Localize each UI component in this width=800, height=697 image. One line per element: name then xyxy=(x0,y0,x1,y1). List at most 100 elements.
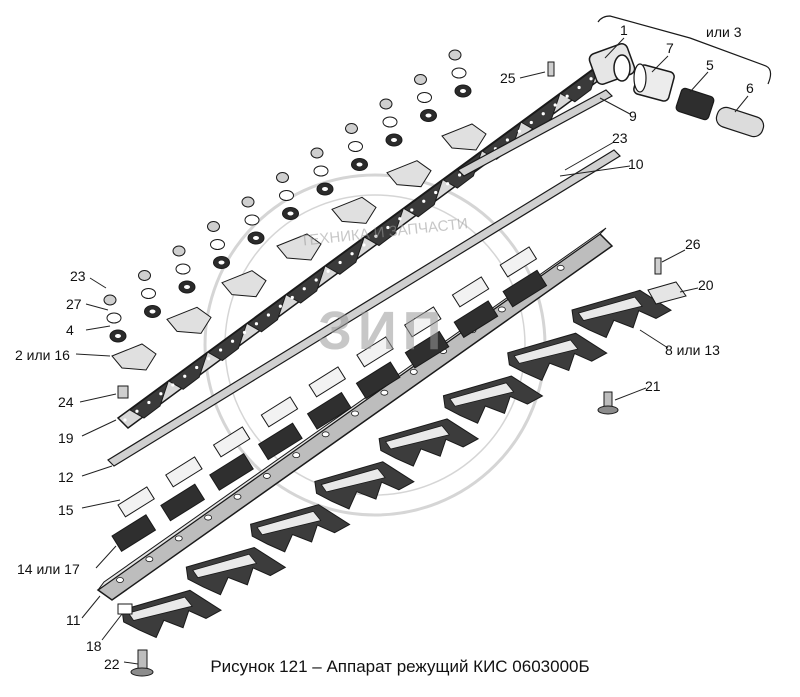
rivet xyxy=(230,339,235,343)
leader-line xyxy=(689,71,709,93)
guard-finger-top xyxy=(192,553,258,579)
rivet xyxy=(254,322,259,326)
leader-line xyxy=(85,303,109,311)
callout-or-3: или 3 xyxy=(706,24,742,40)
leader-line xyxy=(559,165,631,177)
nut-23 xyxy=(241,196,255,208)
washer-4-hole xyxy=(218,260,225,265)
callout-7: 7 xyxy=(666,40,674,56)
callout-20: 20 xyxy=(698,277,714,293)
leader-line xyxy=(604,37,625,59)
washer-4-hole xyxy=(115,334,121,338)
guard-finger xyxy=(121,589,222,639)
callout-27: 27 xyxy=(66,296,82,312)
bolt-26 xyxy=(654,257,662,275)
rivet xyxy=(541,112,545,116)
rivet xyxy=(362,243,366,247)
washer-27 xyxy=(279,190,294,201)
plate-15 xyxy=(356,336,394,368)
bolt-22-head xyxy=(130,667,154,677)
leader-line xyxy=(75,353,111,357)
washer-4-hole xyxy=(356,162,363,167)
rivet xyxy=(147,400,151,405)
leader-line xyxy=(101,613,123,641)
washer-4-hole xyxy=(287,211,294,216)
guard-finger xyxy=(378,418,480,467)
leader-line xyxy=(81,465,113,477)
nut-23 xyxy=(345,123,358,134)
plate-14-17 xyxy=(160,483,206,522)
callout-14-or-17: 14 или 17 xyxy=(17,561,80,577)
rivet xyxy=(278,304,282,308)
leader-line xyxy=(661,249,686,263)
bracket-parts xyxy=(111,61,687,677)
guard-finger-body xyxy=(442,375,544,424)
nut-23 xyxy=(448,49,462,61)
finger-bar-hole xyxy=(233,493,242,500)
plate-14-17 xyxy=(453,300,499,339)
washer-4-hole xyxy=(391,138,397,142)
rivet xyxy=(374,234,378,238)
guard-finger-body xyxy=(185,546,287,596)
knife-head-bore xyxy=(613,54,631,82)
rivet xyxy=(338,260,342,265)
finger-bar-hole xyxy=(116,577,124,583)
rivet xyxy=(577,85,581,90)
nut-23 xyxy=(414,74,427,85)
rivet xyxy=(123,418,127,422)
plate-15 xyxy=(403,306,442,338)
callout-26: 26 xyxy=(685,236,701,252)
callout-25: 25 xyxy=(500,70,516,86)
rivet xyxy=(410,208,414,212)
nut-23 xyxy=(379,98,393,110)
callout-11: 11 xyxy=(66,612,81,628)
washer-27 xyxy=(141,288,156,299)
finger-bar-hole xyxy=(262,473,271,479)
washer-27 xyxy=(382,116,398,128)
plate-14-17 xyxy=(404,330,450,369)
finger-bar-hole xyxy=(409,368,418,375)
callout-18: 18 xyxy=(86,638,102,654)
callout-23-left: 23 xyxy=(70,268,86,284)
finger-bar-hole xyxy=(174,535,183,542)
bearing-5 xyxy=(675,87,715,121)
bolt-25 xyxy=(547,61,555,77)
knife-section xyxy=(168,351,209,390)
guard-finger-body xyxy=(250,504,351,553)
nut-23 xyxy=(138,270,151,281)
knife-head-parts xyxy=(588,15,772,138)
rivet xyxy=(386,225,390,230)
leader-line xyxy=(81,419,117,437)
rivet xyxy=(219,348,223,352)
rivet xyxy=(183,374,187,378)
washer-27 xyxy=(417,92,432,103)
bracket-2-16 xyxy=(441,123,487,151)
rivet xyxy=(434,190,438,195)
washer-4-hole xyxy=(322,187,328,191)
guard-finger xyxy=(507,332,608,382)
knife-section xyxy=(207,323,248,362)
guard-finger-body xyxy=(378,418,480,467)
guard-finger-top xyxy=(577,296,643,321)
rivet xyxy=(565,94,569,98)
guard-finger-top xyxy=(127,596,193,621)
rivet xyxy=(207,357,211,361)
finger-bar-hole xyxy=(351,410,359,417)
nut-23 xyxy=(276,172,289,183)
plate-14-17 xyxy=(111,514,157,552)
callout-2-or-16: 2 или 16 xyxy=(15,347,70,363)
washer-4-hole xyxy=(184,285,190,289)
rivet xyxy=(458,173,462,177)
washer-4-hole xyxy=(253,236,259,240)
rivet xyxy=(517,129,521,133)
plate-14-17 xyxy=(257,422,303,461)
callout-12: 12 xyxy=(58,469,74,485)
figure-caption: Рисунок 121 – Аппарат режущий КИС 060300… xyxy=(210,657,590,676)
leader-line xyxy=(95,545,117,569)
leader-line xyxy=(85,325,111,331)
knife-section xyxy=(129,380,169,419)
leader-line xyxy=(734,95,749,113)
knife-section xyxy=(285,265,326,304)
rivet xyxy=(326,269,330,273)
washer-27 xyxy=(175,263,191,275)
